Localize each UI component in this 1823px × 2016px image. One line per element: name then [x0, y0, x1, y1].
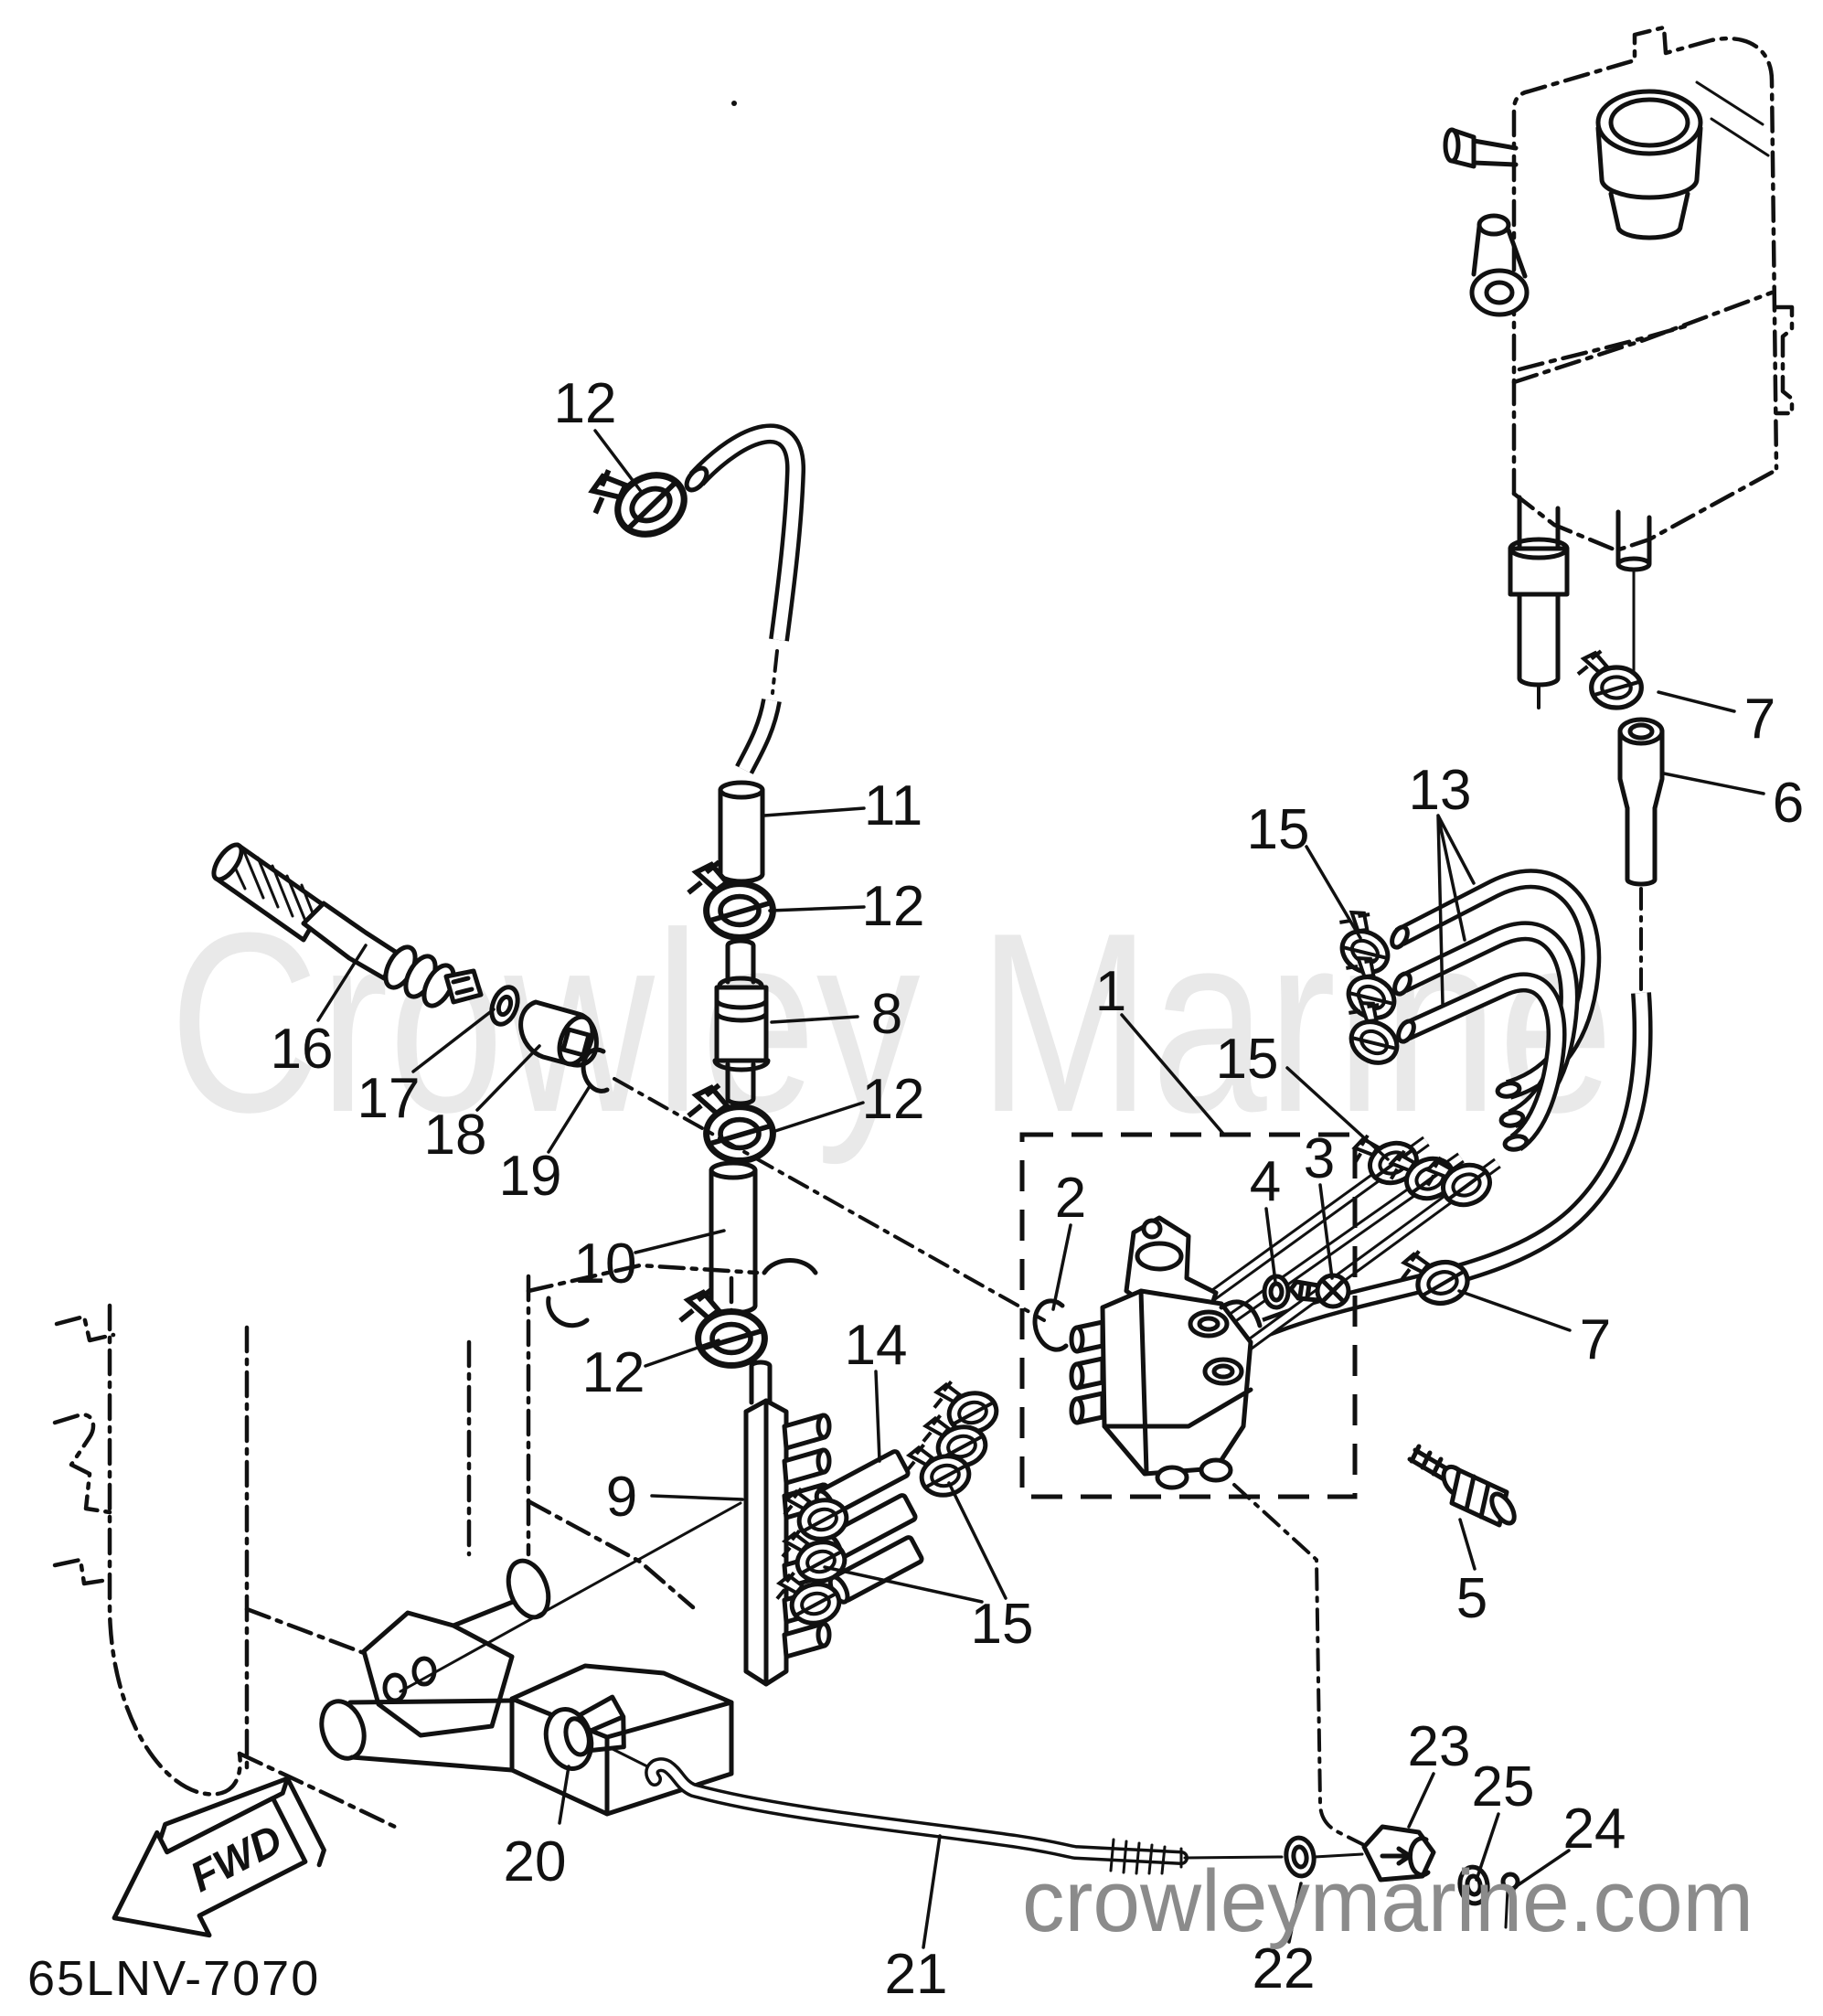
linkage-group [543, 1694, 1520, 1929]
oil-hoses-13 [1390, 869, 1602, 1152]
callout-6: 6 [1773, 772, 1804, 835]
callout-12: 12 [582, 1341, 645, 1404]
callout-24: 24 [1563, 1797, 1626, 1861]
drive-gear-group [211, 842, 1046, 1322]
callout-23: 23 [1408, 1715, 1471, 1778]
callout-8: 8 [871, 983, 902, 1046]
callout-21: 21 [885, 1943, 948, 2006]
diagram-code: 65LNV-7070 [27, 1951, 320, 2006]
grommet-20 [543, 1694, 626, 1771]
pump-hardware [1032, 1273, 1517, 1847]
callout-12: 12 [862, 875, 925, 938]
watermark-bottom: crowleymarine.com [1022, 1852, 1754, 1950]
bolt-5 [1407, 1444, 1517, 1528]
callout-15: 15 [1247, 798, 1310, 861]
callout-20: 20 [504, 1830, 567, 1893]
callout-4: 4 [1250, 1150, 1281, 1213]
callout-15: 15 [1216, 1028, 1279, 1091]
joint-23 [1361, 1824, 1436, 1883]
vent-hose-chain [581, 101, 806, 1365]
callout-9: 9 [606, 1466, 637, 1529]
callout-11: 11 [864, 774, 922, 837]
callout-22: 22 [1253, 1937, 1316, 2000]
oil-tank [1443, 25, 1795, 553]
callout-1: 1 [1095, 960, 1126, 1023]
oil-pump [1019, 1132, 1358, 1499]
callout-12: 12 [554, 372, 617, 435]
callout-2: 2 [1055, 1167, 1086, 1230]
callout-3: 3 [1304, 1127, 1335, 1190]
callout-17: 17 [357, 1067, 421, 1130]
bushing-18 [518, 999, 599, 1068]
callout-layer: 1234567789101112121212131415151516171819… [271, 372, 1805, 2006]
tank-outlets [1262, 495, 1665, 1338]
callout-16: 16 [271, 1018, 334, 1081]
leader-lines [316, 429, 1765, 1949]
callout-7: 7 [1580, 1308, 1611, 1371]
callout-10: 10 [574, 1232, 637, 1296]
callout-18: 18 [424, 1104, 487, 1167]
pump-bosses [1069, 1309, 1244, 1490]
o-ring-2 [1032, 1298, 1069, 1352]
fwd-arrow: FWD [112, 1776, 326, 1938]
callout-19: 19 [499, 1145, 562, 1208]
pin-24 [1500, 1872, 1520, 1929]
callout-14: 14 [845, 1314, 908, 1377]
callout-7: 7 [1744, 688, 1775, 751]
callout-25: 25 [1472, 1755, 1535, 1819]
callout-13: 13 [1409, 759, 1472, 822]
pump-assembly-box [1019, 1132, 1358, 1499]
o-ring-19 [581, 1047, 610, 1093]
callout-5: 5 [1456, 1567, 1487, 1630]
callout-15: 15 [971, 1593, 1034, 1656]
callout-12: 12 [862, 1068, 925, 1131]
